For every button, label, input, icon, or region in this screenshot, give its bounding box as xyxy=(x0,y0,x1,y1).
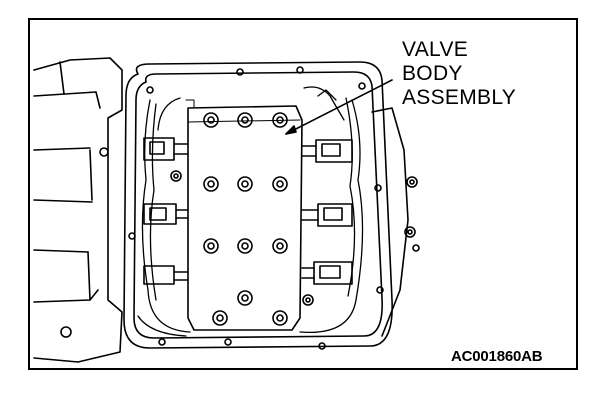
valve-body-plate xyxy=(185,99,303,331)
case-gasket-flange xyxy=(123,61,393,350)
wiring-harness xyxy=(137,86,364,337)
right-case-housing xyxy=(371,107,420,337)
callout-leader xyxy=(285,79,393,135)
right-solenoid-connectors xyxy=(301,139,353,285)
callout-line-3: ASSEMBLY xyxy=(402,86,517,109)
figure-frame xyxy=(28,18,578,370)
figure-code: AC001860AB xyxy=(451,348,543,365)
valve-body-bolts xyxy=(170,112,314,326)
valve-body-assembly-label: VALVE BODY ASSEMBLY xyxy=(402,38,516,110)
left-solenoid-connectors xyxy=(143,137,189,285)
callout-line-2: BODY xyxy=(402,62,463,85)
callout-line-1: VALVE xyxy=(402,38,469,61)
left-case-housing xyxy=(33,57,123,363)
